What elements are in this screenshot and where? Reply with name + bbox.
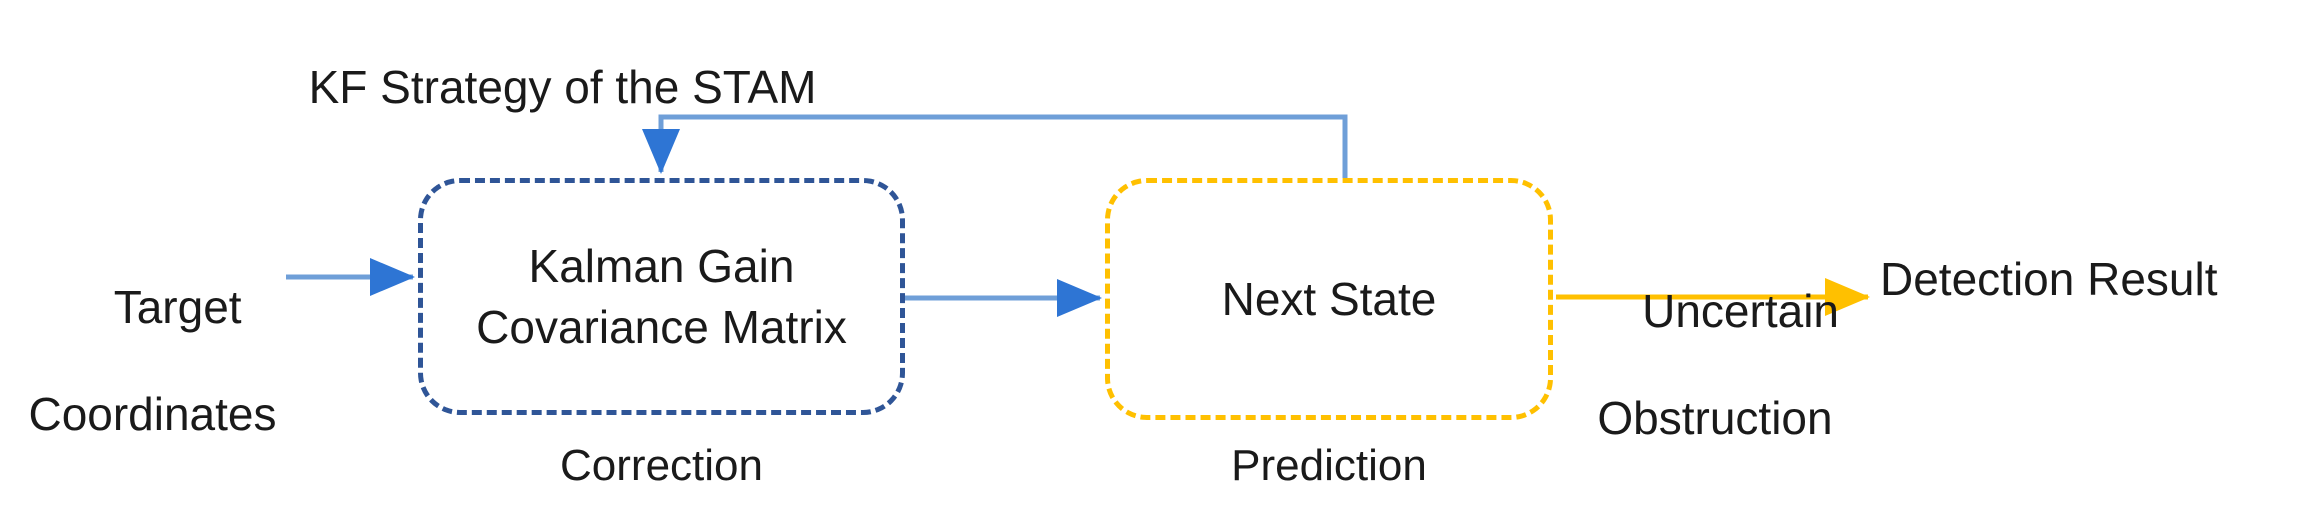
diagram-title: KF Strategy of the STAM: [0, 8, 2298, 168]
node-correction-line1: Kalman Gain: [528, 239, 795, 292]
caption-correction: Correction: [560, 441, 763, 490]
edge-label-line2: Obstruction: [1597, 392, 1833, 445]
input-label-line2: Coordinates: [28, 388, 277, 441]
node-correction[interactable]: Kalman Gain Covariance Matrix: [418, 178, 905, 415]
node-prediction[interactable]: Next State: [1105, 178, 1553, 420]
caption-prediction: Prediction: [1231, 441, 1427, 490]
diagram-title-text: KF Strategy of the STAM: [308, 61, 817, 114]
node-prediction-line1: Next State: [1221, 272, 1437, 325]
input-label-line1: Target: [113, 281, 242, 334]
output-label: Detection Result: [1880, 253, 2218, 305]
edge-label-uncertain-obstruction: Uncertain Obstruction: [1570, 232, 1860, 517]
edge-label-line1: Uncertain: [1642, 285, 1839, 338]
input-label: Target Coordinates: [20, 228, 285, 517]
node-correction-line2: Covariance Matrix: [476, 300, 847, 353]
